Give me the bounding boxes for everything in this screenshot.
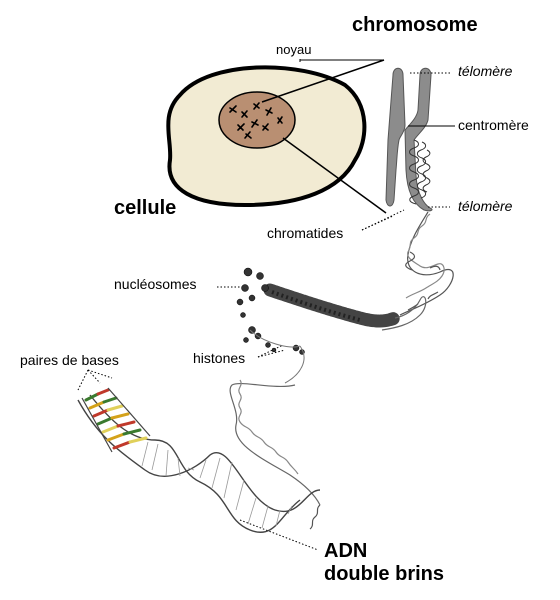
base-pair-backbone [81, 387, 151, 453]
dna-double-helix [77, 394, 321, 533]
histones-cluster [249, 329, 305, 384]
zoom-line-top [261, 59, 385, 103]
chromatin-fiber [399, 211, 454, 316]
label-paires-de-bases: paires de bases [20, 352, 119, 368]
zoom-line-bottom [282, 137, 387, 214]
label-adn-line2: double brins [324, 563, 444, 585]
leader-lines [77, 59, 455, 551]
label-chromatides: chromatides [267, 225, 344, 241]
label-cellule: cellule [114, 197, 177, 219]
label-centromere: centromère [458, 117, 529, 133]
nucleus-chromosomes [229, 102, 283, 139]
label-nucleosomes: nucléosomes [114, 276, 197, 292]
label-telomere-bottom: télomère [458, 198, 513, 214]
chromosome-shape [385, 67, 433, 212]
base-pairs [84, 388, 148, 450]
label-histones: histones [193, 350, 246, 366]
label-adn-line1: ADN [324, 540, 368, 562]
label-noyau: noyau [276, 42, 312, 57]
dna-loop-strand [229, 379, 321, 530]
label-chromosome: chromosome [352, 14, 478, 36]
nucleosome-fiber [263, 283, 427, 331]
label-adn: ADN double brins [324, 540, 444, 586]
label-telomere-top: télomère [458, 63, 513, 79]
nucleosomes-cluster [236, 267, 269, 343]
